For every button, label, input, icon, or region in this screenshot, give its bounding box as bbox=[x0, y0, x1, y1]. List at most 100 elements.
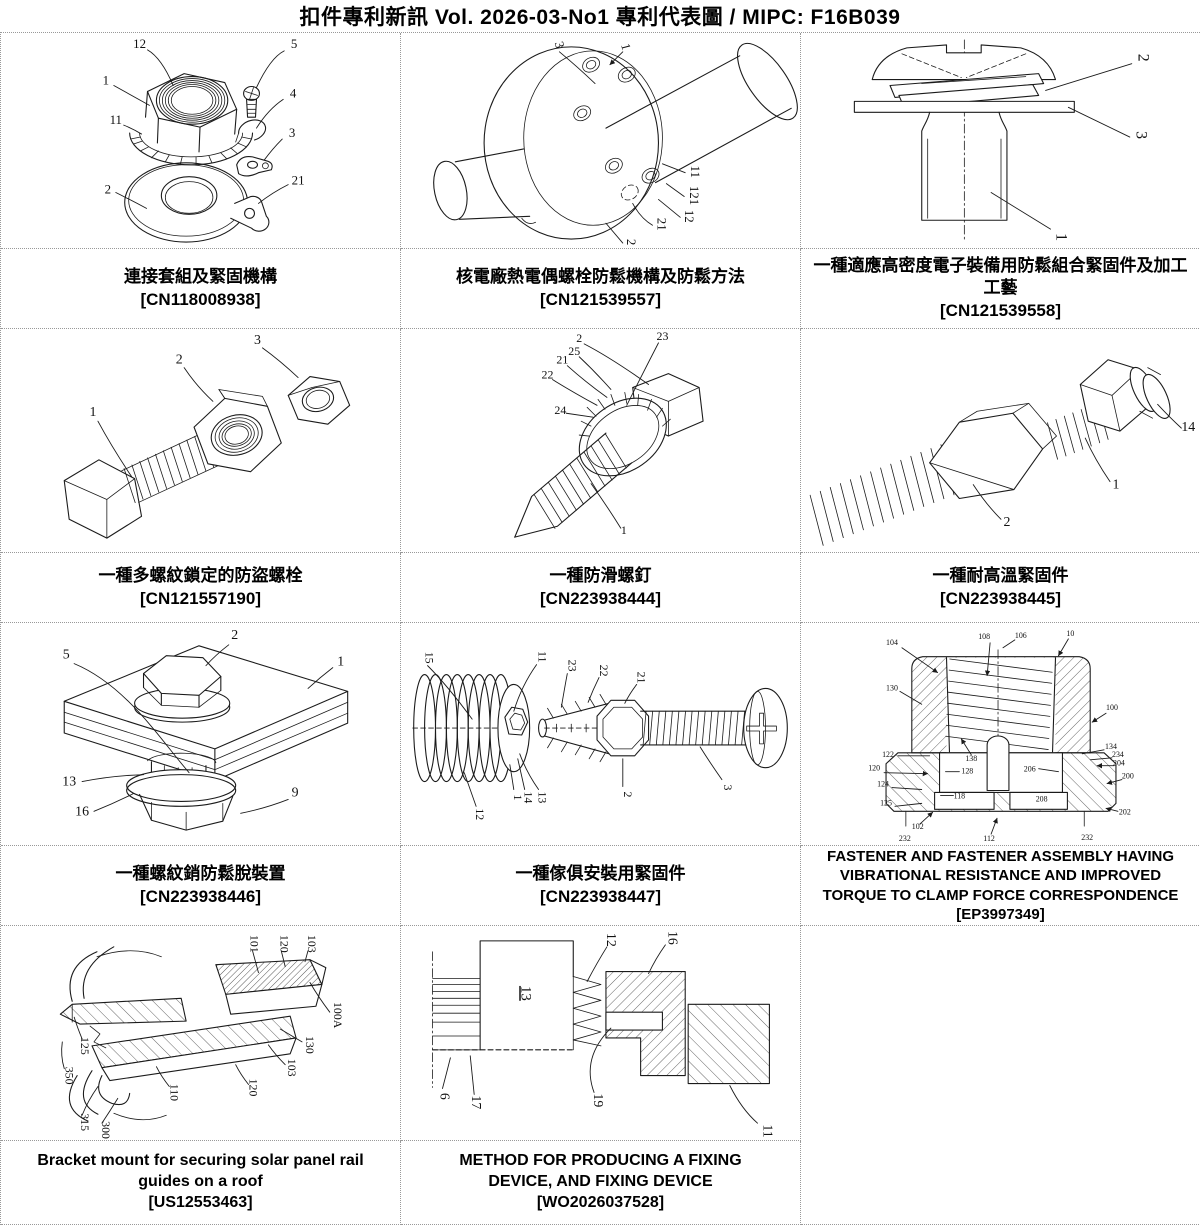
hex-nut-bottom bbox=[138, 793, 233, 831]
leader-lines bbox=[60, 949, 330, 1124]
patent-number: [CN118008938] bbox=[140, 289, 261, 309]
figure-ref-numeral: 101 bbox=[247, 934, 261, 952]
patent-number: [WO2026037528] bbox=[536, 1193, 665, 1211]
figure-ref-numeral: 200 bbox=[1121, 771, 1133, 780]
figure-ref-numeral: 1 bbox=[337, 654, 344, 669]
figure-ref-numeral: 11 bbox=[535, 650, 549, 661]
figure-ref-numeral: 102 bbox=[911, 822, 923, 831]
patent-number: [CN121557190] bbox=[140, 588, 261, 608]
c-clip bbox=[234, 118, 266, 142]
figure-ref-numeral: 13 bbox=[62, 774, 76, 789]
figure-ref-numeral: 21 bbox=[654, 217, 668, 230]
figure-ref-numeral: 22 bbox=[541, 367, 553, 381]
figure-ref-numeral: 234 bbox=[1112, 749, 1124, 758]
patent-number: [CN121539558] bbox=[940, 300, 1061, 320]
ribbed-sleeve bbox=[411, 673, 530, 782]
hatched-block-16 bbox=[604, 970, 686, 1076]
figure-ref-numeral: 5 bbox=[62, 647, 69, 662]
figure-ref-numeral: 103 bbox=[285, 1058, 299, 1076]
figure-ref-numeral: 16 bbox=[75, 804, 89, 819]
figure-ref-numeral: 100 bbox=[1106, 703, 1118, 712]
caption-cell: 連接套組及緊固機構 [CN118008938] bbox=[1, 249, 401, 329]
figure-ref-numeral: 25 bbox=[568, 343, 580, 357]
caption-cell: FASTENER AND FASTENER ASSEMBLY HAVING VI… bbox=[801, 846, 1200, 926]
hatched-block-11 bbox=[687, 1003, 770, 1084]
figure-ref-numeral: 12 bbox=[473, 808, 487, 820]
figure-ref-numeral: 128 bbox=[961, 766, 973, 775]
rail-bar-hatched bbox=[59, 997, 187, 1025]
figure-ref-numeral: 2 bbox=[104, 182, 110, 196]
figure-ref-numeral: 2 bbox=[1134, 53, 1151, 61]
figure-ref-numeral: 14 bbox=[521, 791, 535, 803]
patent-title: 一種多螺紋鎖定的防盜螺栓 bbox=[98, 566, 303, 586]
figure-ref-numeral: 11 bbox=[109, 113, 121, 127]
patent-number: [CN223938445] bbox=[940, 588, 1061, 608]
caption-cell: METHOD FOR PRODUCING A FIXING DEVICE, AN… bbox=[401, 1141, 801, 1225]
figure-ref-numeral: 3 bbox=[254, 332, 261, 347]
figure-ref-numeral: 103 bbox=[304, 934, 318, 952]
patent-number: [CN121539557] bbox=[540, 289, 661, 309]
patent-title: 連接套組及緊固機構 bbox=[124, 267, 277, 287]
hex-head-boss bbox=[1079, 358, 1171, 432]
side-cylinder bbox=[432, 147, 536, 224]
leader-lines bbox=[426, 663, 722, 807]
leader-lines bbox=[558, 50, 686, 243]
figure-ref-numeral: 121 bbox=[687, 185, 701, 204]
caption-cell: 核電廠熱電偶螺栓防鬆機構及防鬆方法 [CN121539557] bbox=[401, 249, 801, 329]
figure-ref-numeral: 13 bbox=[535, 791, 549, 803]
patent-number: [CN223938447] bbox=[540, 886, 661, 906]
stop-lever bbox=[235, 155, 273, 176]
caption-cell: 一種耐高溫緊固件 [CN223938445] bbox=[801, 553, 1200, 623]
figure-ref-numeral: 350 bbox=[62, 1066, 76, 1084]
figure-ref-numeral: 122 bbox=[882, 749, 894, 758]
body-box bbox=[431, 939, 574, 1050]
figure-ref-numeral: 134 bbox=[1105, 741, 1117, 750]
figure-ref-numeral: 2 bbox=[620, 791, 634, 797]
rod-lines bbox=[431, 977, 481, 1050]
figure-ref-numeral: 2 bbox=[231, 627, 238, 642]
screw-body bbox=[513, 432, 632, 538]
empty-cell bbox=[801, 926, 1200, 1225]
figure-ref-numeral: 23 bbox=[565, 659, 579, 671]
screw-shank bbox=[920, 111, 1007, 221]
small-lock-nut bbox=[287, 375, 350, 425]
patent-number: [CN223938444] bbox=[540, 588, 661, 608]
center-hex-nut bbox=[928, 402, 1057, 499]
patent-number: [EP3997349] bbox=[956, 906, 1045, 923]
caption-cell: 一種螺紋銷防鬆脫裝置 [CN223938446] bbox=[1, 846, 401, 926]
clamped-plate bbox=[853, 100, 1075, 113]
figure-ref-numeral: 1 bbox=[618, 41, 633, 51]
figure-ref-numeral: 232 bbox=[898, 834, 910, 843]
barbed-anchor bbox=[537, 693, 649, 762]
figure-ref-numeral: 5 bbox=[290, 36, 296, 50]
flange-disc bbox=[483, 45, 663, 240]
figure-ref-numeral: 120 bbox=[246, 1078, 260, 1096]
leader-lines bbox=[972, 403, 1182, 520]
figure-ref-numeral: 22 bbox=[597, 664, 611, 676]
caption-cell: 一種防滑螺釘 [CN223938444] bbox=[401, 553, 801, 623]
patent-title: FASTENER AND FASTENER ASSEMBLY HAVING VI… bbox=[822, 847, 1179, 904]
figure-ref-numeral: 12 bbox=[603, 932, 618, 946]
small-screw bbox=[242, 85, 260, 118]
figure-ref-numeral: 15 bbox=[422, 651, 436, 663]
figure-ref-numeral: 2 bbox=[576, 330, 582, 344]
hex-bolt-head bbox=[63, 458, 142, 539]
patent-title: METHOD FOR PRODUCING A FIXING DEVICE, AN… bbox=[459, 1152, 742, 1191]
figure-ref-numeral: 120 bbox=[277, 934, 291, 952]
leader-lines bbox=[96, 346, 299, 477]
figure-ref-numeral: 202 bbox=[1118, 807, 1130, 816]
figure-ref-numeral: 130 bbox=[886, 683, 898, 692]
teeth bbox=[572, 975, 601, 1046]
figure-ref-numeral: 11 bbox=[760, 1124, 775, 1137]
leader-lines bbox=[990, 62, 1132, 230]
figure-ref-numeral: 1 bbox=[1052, 233, 1069, 241]
patent-title: 一種傢俱安裝用緊固件 bbox=[515, 864, 686, 884]
